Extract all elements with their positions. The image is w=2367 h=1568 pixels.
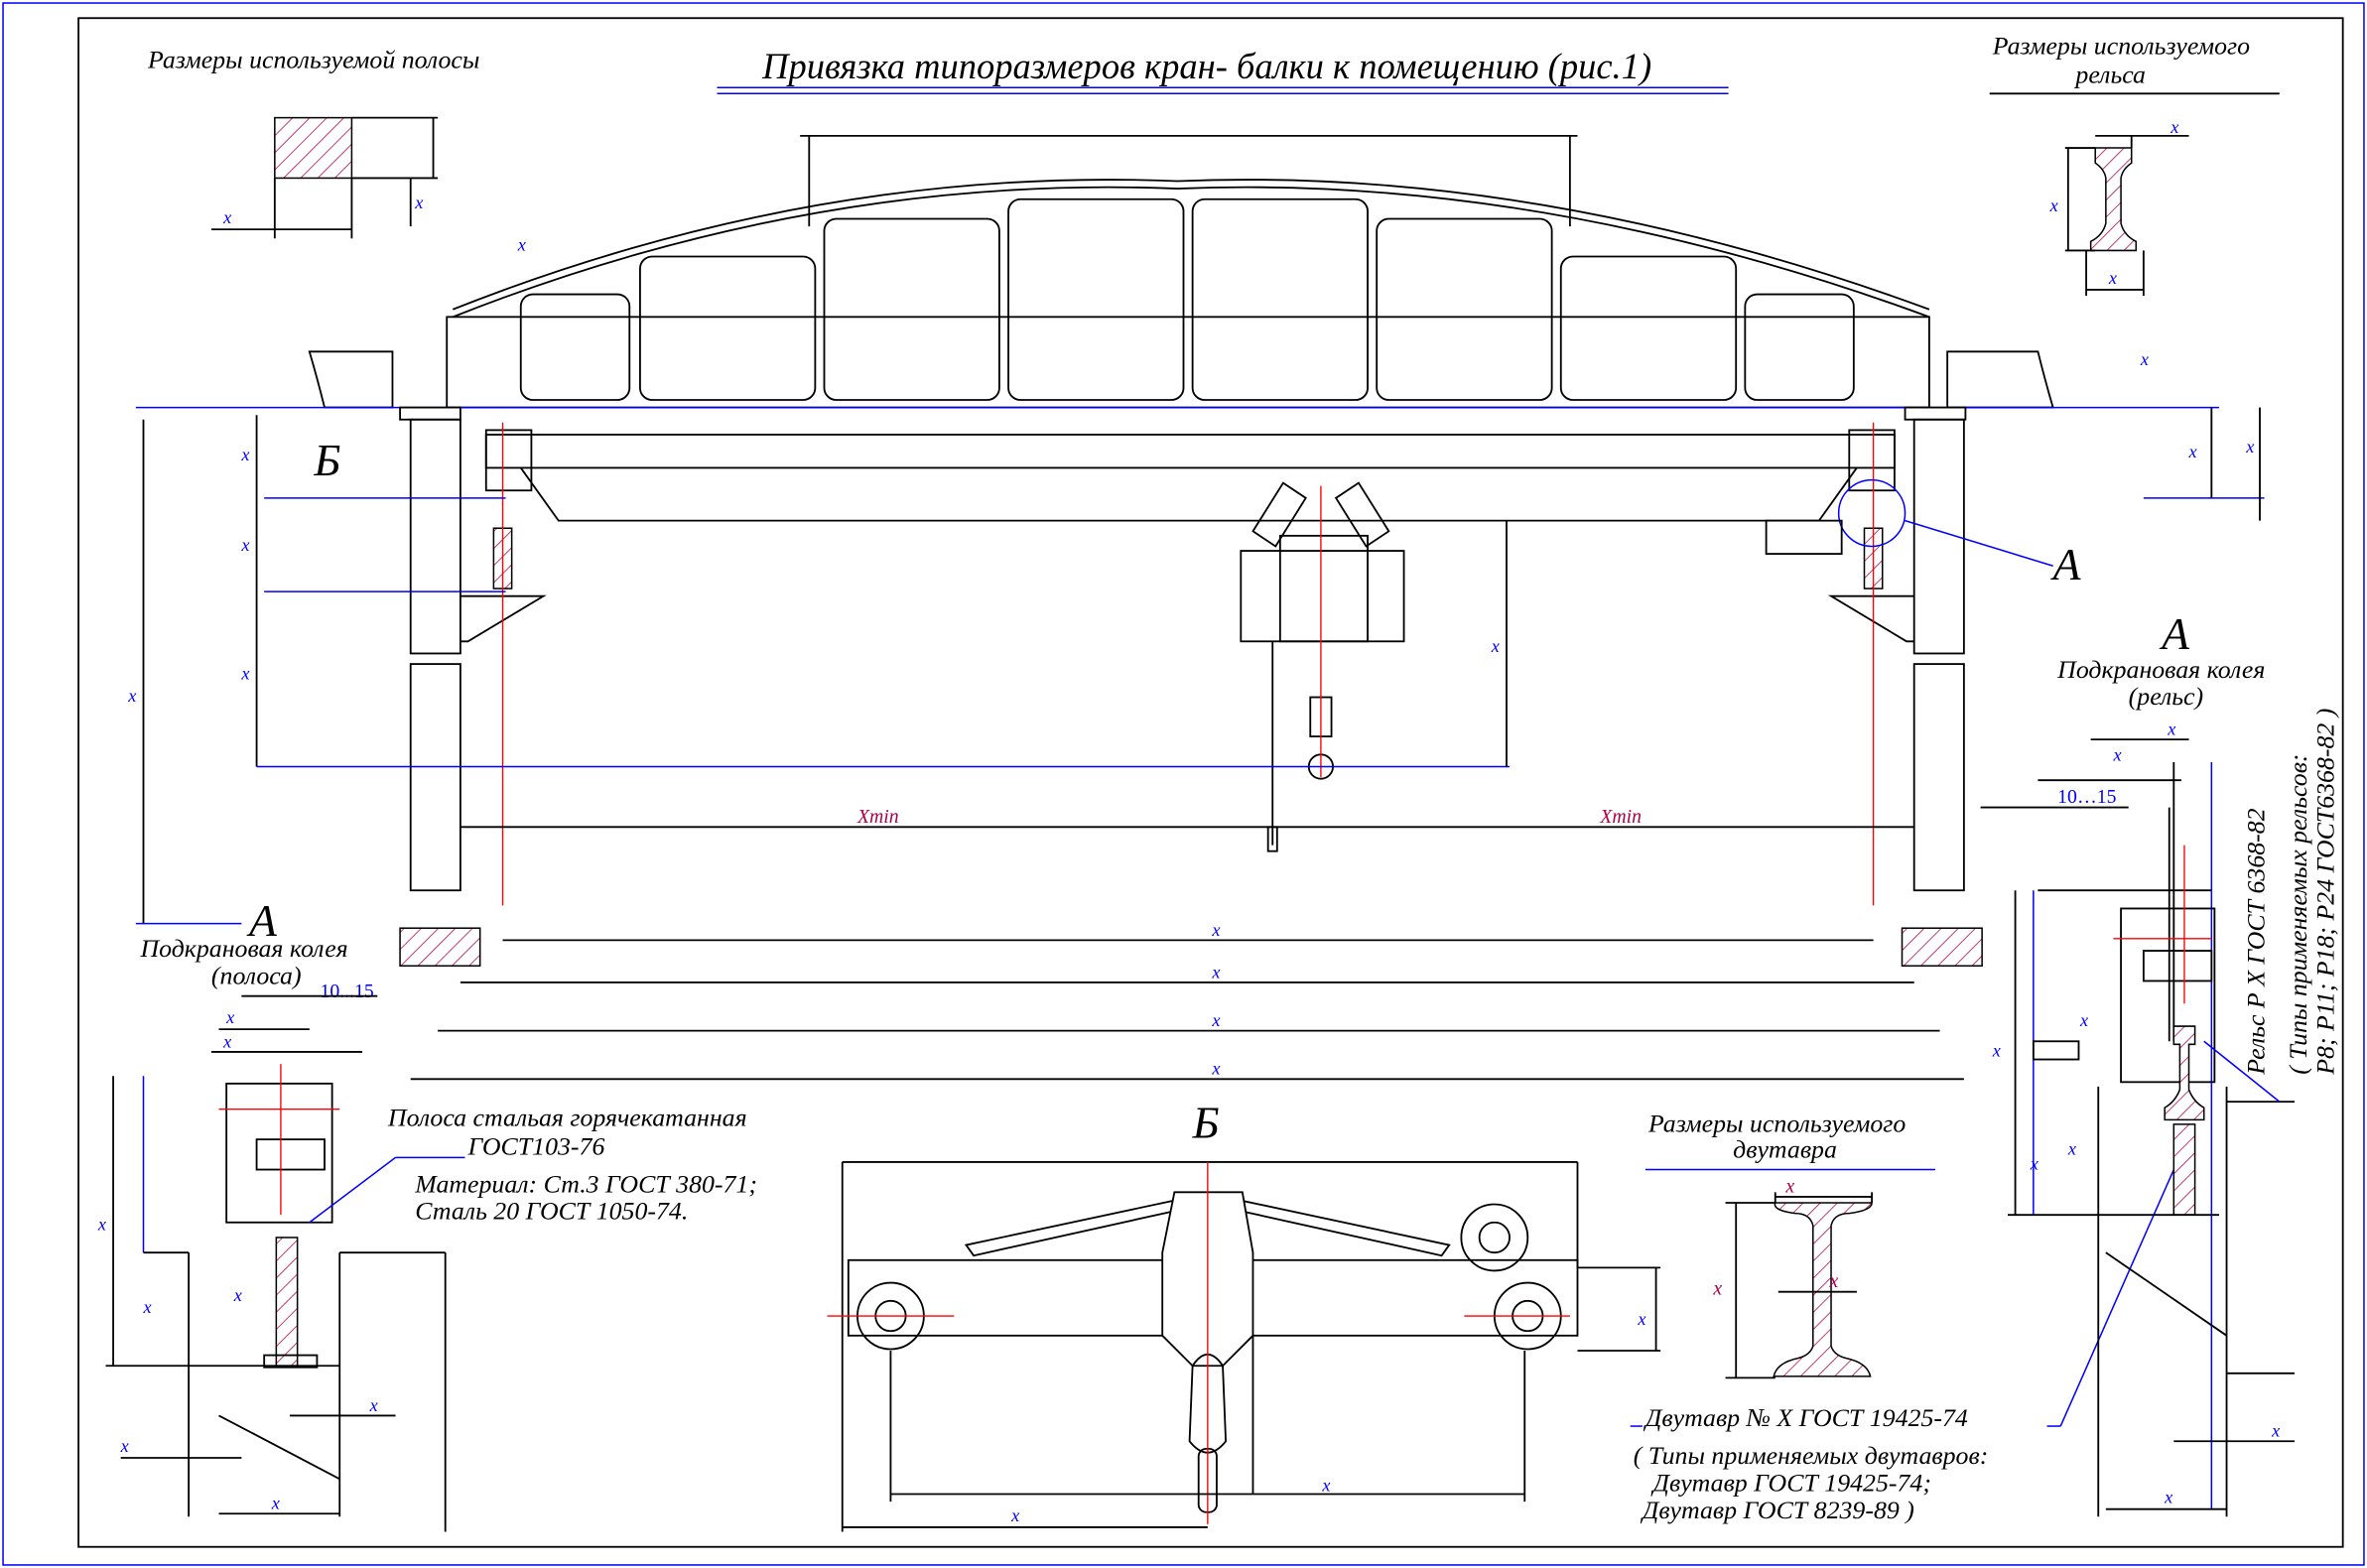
view-b-callout: Б (313, 435, 340, 485)
beam-note-line3: Двутавр ГОСТ 19425-74; (1650, 1468, 1931, 1497)
dim-label: x (1211, 1059, 1220, 1079)
gap-strip-label: 10...15 (320, 980, 373, 1002)
dim-label: x (2170, 117, 2178, 137)
track-rail-title: Подкрановая колея (2056, 655, 2265, 684)
dim-label: x (1784, 1175, 1794, 1197)
strip-track-detail (105, 994, 447, 1532)
dim-label: x (240, 445, 249, 464)
track-strip-title: Подкрановая колея (139, 934, 347, 963)
xmin-left-label: Xmin (856, 806, 899, 828)
dim-label: x (1321, 1475, 1330, 1495)
roof-truss (308, 134, 2054, 409)
rail-section (2089, 147, 2138, 252)
view-b-title: Б (1192, 1098, 1220, 1148)
dim-label: x (97, 1214, 106, 1234)
dim-label: x (1211, 962, 1220, 981)
dim-label: x (1211, 920, 1220, 940)
beam-note-line1: Двутавр № Х ГОСТ 19425-74 (1643, 1403, 1968, 1432)
dim-label: x (517, 234, 526, 254)
strip-note-line4: Сталь 20 ГОСТ 1050-74. (415, 1197, 688, 1226)
rail-sizes-title-1: Размеры используемого (1992, 32, 2250, 61)
dim-label: x (271, 1494, 280, 1513)
gap-rail-label: 10…15 (2057, 786, 2116, 808)
view-a-title-left: А (246, 895, 278, 946)
view-a-callout: А (2050, 539, 2082, 589)
inner-frame (77, 17, 2344, 1548)
dim-label: x (369, 1395, 378, 1415)
dim-label: x (2079, 1010, 2088, 1030)
dim-label: x (222, 207, 231, 227)
dim-label: x (127, 686, 136, 706)
right-bracket (1827, 594, 1914, 643)
dim-label: x (1992, 1040, 2001, 1060)
hoist (1240, 481, 1405, 852)
track-strip-subtitle: (полоса) (211, 961, 302, 989)
view-b-trolley (827, 1161, 1661, 1532)
strip-section (274, 116, 353, 180)
rail-note-line2: ( Типы применяемых рельсов: (2284, 753, 2312, 1074)
dim-label: x (2164, 1488, 2172, 1507)
beam-sizes-title-2: двутавра (1733, 1134, 1837, 1163)
beam-note-line2: ( Типы применяемых двутавров: (1634, 1441, 1989, 1470)
dim-label: x (2271, 1421, 2280, 1441)
track-rail-subtitle: (рельс) (2129, 682, 2203, 711)
rail-track-detail (1980, 738, 2295, 1517)
crane-bridge (484, 422, 2053, 906)
beam-note-line4: Двутавр ГОСТ 8239-89 ) (1640, 1496, 1914, 1524)
dim-label: x (2167, 719, 2175, 739)
dim-label: x (2245, 437, 2254, 457)
dim-label: x (120, 1436, 129, 1456)
view-a-title-right: А (2159, 608, 2190, 659)
dim-label: x (1712, 1278, 1722, 1300)
left-bracket (460, 594, 547, 643)
rail-note-line1: Рельс Р Х ГОСТ 6368-82 (2242, 808, 2271, 1075)
dim-label: x (2108, 268, 2117, 288)
dim-label: x (1829, 1270, 1839, 1292)
dim-label: x (2140, 349, 2149, 369)
dim-label: x (1491, 636, 1500, 656)
dim-label: x (142, 1297, 151, 1317)
right-column (1901, 406, 1983, 968)
dim-label: x (2049, 196, 2058, 215)
dim-label: x (225, 1007, 234, 1027)
dim-label: x (240, 535, 249, 555)
strip-note-line2: ГОСТ103-76 (467, 1131, 605, 1160)
dim-label: x (2067, 1138, 2076, 1158)
strip-note-line1: Полоса стальая горячекатанная (387, 1103, 747, 1131)
dim-label: x (1211, 1010, 1220, 1030)
drawing-title: Привязка типоразмеров кран- балки к поме… (761, 46, 1651, 86)
strip-note-line3: Материал: Ст.3 ГОСТ 380-71; (414, 1169, 757, 1198)
beam-sizes-title-1: Размеры используемого (1647, 1110, 1906, 1138)
dim-label: x (222, 1031, 231, 1051)
i-beam-section (1773, 1202, 1873, 1377)
strip-sizes-title: Размеры используемой полосы (147, 45, 479, 73)
dim-label: x (1637, 1309, 1645, 1329)
main-dimensions (135, 407, 2265, 1081)
rail-note-line3: Р8; Р11; Р18; Р24 ГОСТ6368-82 ) (2311, 709, 2340, 1076)
dim-label: x (1010, 1505, 1019, 1525)
xmin-right-label: Xmin (1599, 806, 1642, 828)
dim-label: x (2030, 1154, 2038, 1174)
dim-label: x (2188, 442, 2197, 461)
dim-label: x (414, 193, 423, 212)
rail-sizes-title-2: рельса (2073, 61, 2146, 89)
left-column (399, 406, 481, 968)
dim-label: x (2112, 744, 2121, 764)
dim-label: x (240, 663, 249, 683)
dim-label: x (233, 1285, 242, 1305)
